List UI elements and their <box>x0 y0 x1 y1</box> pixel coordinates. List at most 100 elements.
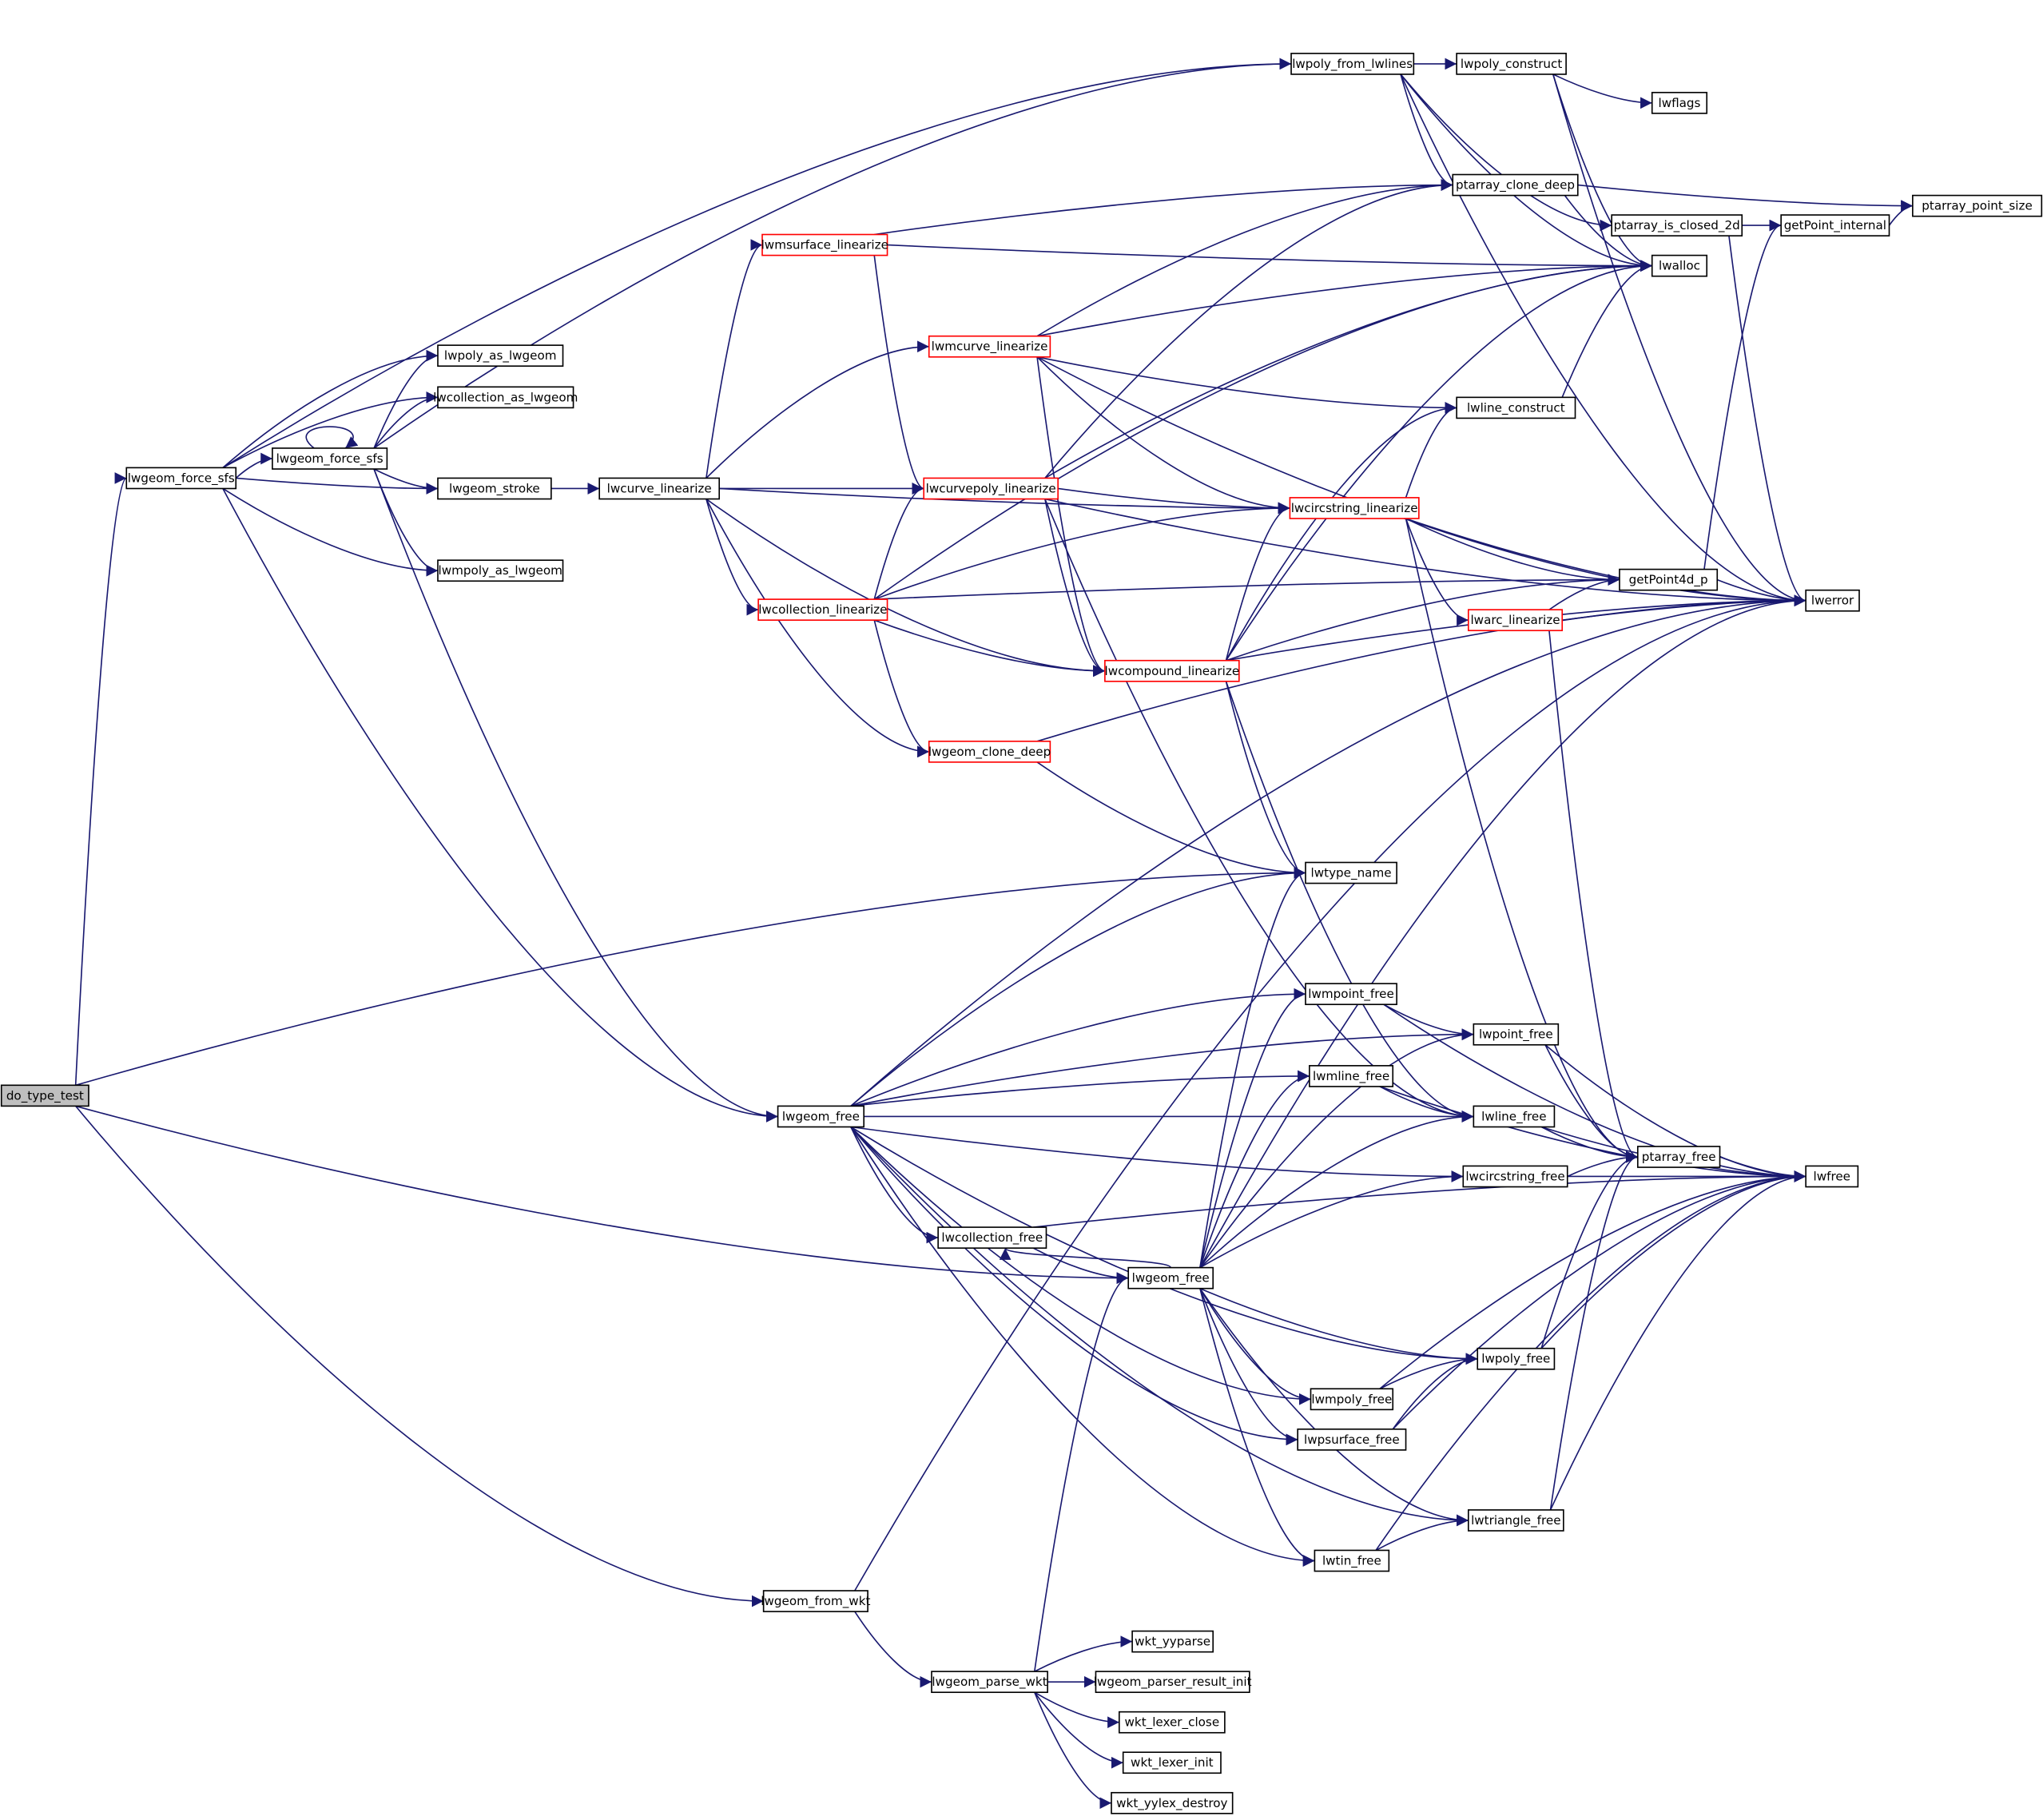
node-box[interactable] <box>1111 1791 1234 1814</box>
node-geom_free2[interactable]: lwgeom_free <box>1127 1266 1214 1289</box>
node-parser_result_init[interactable]: lwgeom_parser_result_init <box>1094 1671 1252 1694</box>
node-clone_deep[interactable]: lwgeom_clone_deep <box>928 741 1051 763</box>
node-coll_free[interactable]: lwcollection_free <box>937 1226 1047 1249</box>
node-box[interactable] <box>1297 1428 1407 1451</box>
node-triangle_free[interactable]: lwtriangle_free <box>1467 1509 1564 1532</box>
node-point_free[interactable]: lwpoint_free <box>1473 1023 1560 1046</box>
node-box[interactable] <box>437 559 564 582</box>
node-box[interactable] <box>1305 983 1397 1006</box>
node-box[interactable] <box>1104 659 1240 682</box>
node-box[interactable] <box>437 386 574 409</box>
node-poly_from_lwlines[interactable]: lwpoly_from_lwlines <box>1290 53 1415 75</box>
node-force_sfs2[interactable]: lwgeom_force_sfs <box>272 447 388 470</box>
node-box[interactable] <box>1477 1347 1556 1370</box>
node-mcurve_lin[interactable]: lwmcurve_linearize <box>928 335 1051 358</box>
node-box[interactable] <box>928 741 1051 763</box>
node-box[interactable] <box>1305 861 1397 884</box>
node-poly_free[interactable]: lwpoly_free <box>1477 1347 1556 1370</box>
node-box[interactable] <box>1309 1065 1394 1087</box>
node-box[interactable] <box>931 1671 1048 1694</box>
node-compound_lin[interactable]: lwcompound_linearize <box>1104 659 1240 682</box>
node-curve_lin[interactable]: lwcurve_linearize <box>598 477 721 500</box>
node-box[interactable] <box>0 1084 89 1107</box>
node-box[interactable] <box>928 335 1051 358</box>
node-box[interactable] <box>272 447 388 470</box>
node-box[interactable] <box>761 233 888 256</box>
node-circ_lin[interactable]: lwcircstring_linearize <box>1289 497 1420 519</box>
node-arc_lin[interactable]: lwarc_linearize <box>1467 609 1564 632</box>
node-line_construct[interactable]: lwline_construct <box>1456 396 1576 419</box>
node-box[interactable] <box>1780 214 1890 236</box>
node-getpoint_internal[interactable]: getPoint_internal <box>1780 214 1890 236</box>
node-box[interactable] <box>437 344 564 368</box>
node-box[interactable] <box>1095 1671 1250 1694</box>
node-mpoint_free[interactable]: lwmpoint_free <box>1305 983 1397 1006</box>
node-box[interactable] <box>757 598 888 621</box>
node-pa_clone_deep[interactable]: ptarray_clone_deep <box>1452 173 1579 197</box>
node-parse_wkt[interactable]: lwgeom_parse_wkt <box>931 1671 1048 1694</box>
node-box[interactable] <box>1619 568 1719 591</box>
node-box[interactable] <box>437 477 552 500</box>
node-box[interactable] <box>1611 214 1743 236</box>
node-force_sfs[interactable]: lwgeom_force_sfs <box>125 467 237 490</box>
node-pa_free[interactable]: ptarray_free <box>1636 1146 1721 1168</box>
node-box[interactable] <box>1651 91 1708 114</box>
node-box[interactable] <box>1651 254 1708 277</box>
node-box[interactable] <box>1452 173 1579 197</box>
node-psurface_free[interactable]: lwpsurface_free <box>1297 1428 1407 1451</box>
node-box[interactable] <box>598 477 721 500</box>
node-coll_lin[interactable]: lwcollection_linearize <box>757 598 888 621</box>
node-box[interactable] <box>1456 53 1567 75</box>
node-box[interactable] <box>1473 1023 1560 1046</box>
node-yylex_destroy[interactable]: wkt_yylex_destroy <box>1111 1791 1234 1814</box>
node-curvepoly_lin[interactable]: lwcurvepoly_linearize <box>923 477 1059 500</box>
node-box[interactable] <box>1636 1146 1721 1168</box>
node-lwflags[interactable]: lwflags <box>1651 91 1708 114</box>
node-do_type_test[interactable]: do_type_test <box>0 1084 89 1107</box>
node-mpoly_as_lwgeom[interactable]: lwmpoly_as_lwgeom <box>437 559 564 582</box>
node-type_name[interactable]: lwtype_name <box>1305 861 1397 884</box>
node-lexer_close[interactable]: wkt_lexer_close <box>1118 1711 1226 1734</box>
node-msurface_lin[interactable]: lwmsurface_linearize <box>761 233 888 256</box>
node-box[interactable] <box>1805 589 1860 612</box>
node-box[interactable] <box>1462 1165 1568 1188</box>
node-lexer_init[interactable]: wkt_lexer_init <box>1122 1751 1222 1774</box>
node-box[interactable] <box>1289 497 1420 519</box>
node-tin_free[interactable]: lwtin_free <box>1314 1549 1390 1572</box>
node-box[interactable] <box>923 477 1059 500</box>
node-pa_point_size[interactable]: ptarray_point_size <box>1912 194 2043 217</box>
node-stroke[interactable]: lwgeom_stroke <box>437 477 552 500</box>
node-lwalloc[interactable]: lwalloc <box>1651 254 1708 277</box>
node-box[interactable] <box>762 1590 868 1612</box>
node-line_free[interactable]: lwline_free <box>1473 1105 1556 1128</box>
node-getpoint4d[interactable]: getPoint4d_p <box>1619 568 1719 591</box>
node-box[interactable] <box>937 1226 1047 1249</box>
node-box[interactable] <box>1314 1549 1390 1572</box>
node-box[interactable] <box>1290 53 1415 75</box>
node-mpoly_free[interactable]: lwmpoly_free <box>1310 1388 1394 1411</box>
node-coll_as_lwgeom[interactable]: lwcollection_as_lwgeom <box>433 386 578 409</box>
node-box[interactable] <box>1131 1630 1214 1653</box>
node-pa_closed_2d[interactable]: ptarray_is_closed_2d <box>1611 214 1743 236</box>
node-box[interactable] <box>1122 1751 1222 1774</box>
node-from_wkt[interactable]: lwgeom_from_wkt <box>761 1590 870 1612</box>
node-box[interactable] <box>1456 396 1576 419</box>
node-geom_free1[interactable]: lwgeom_free <box>777 1105 865 1128</box>
node-lwfree[interactable]: lwfree <box>1805 1165 1859 1188</box>
node-yyparse[interactable]: wkt_yyparse <box>1131 1630 1214 1653</box>
node-box[interactable] <box>1467 609 1564 632</box>
node-box[interactable] <box>1118 1711 1226 1734</box>
node-poly_as_lwgeom[interactable]: lwpoly_as_lwgeom <box>437 344 564 368</box>
node-box[interactable] <box>777 1105 865 1128</box>
node-box[interactable] <box>125 467 237 490</box>
node-box[interactable] <box>1310 1388 1394 1411</box>
node-circ_free[interactable]: lwcircstring_free <box>1462 1165 1568 1188</box>
node-box[interactable] <box>1127 1266 1214 1289</box>
node-box[interactable] <box>1912 194 2043 217</box>
node-mline_free[interactable]: lwmline_free <box>1309 1065 1394 1087</box>
node-lwerror[interactable]: lwerror <box>1805 589 1860 612</box>
node-box[interactable] <box>1467 1509 1564 1532</box>
node-box[interactable] <box>1473 1105 1556 1128</box>
node-box[interactable] <box>1805 1165 1859 1188</box>
node-poly_construct[interactable]: lwpoly_construct <box>1456 53 1567 75</box>
